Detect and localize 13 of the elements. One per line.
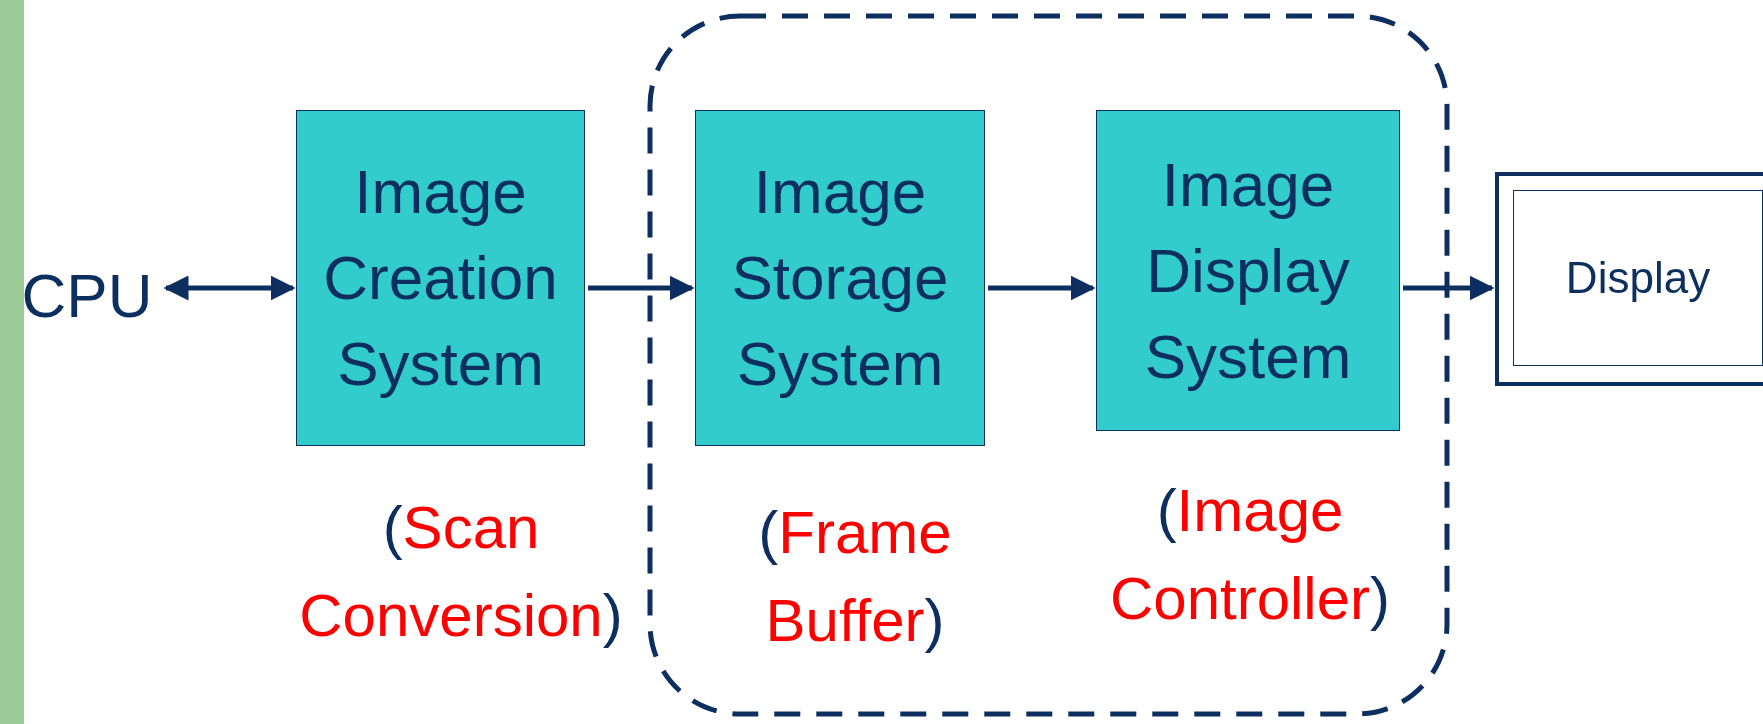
arrow [988,275,1096,301]
arrow [163,275,296,301]
caption-text: (Frame Buffer) [757,498,953,656]
caption-text: (Image Controller) [1108,476,1392,634]
process-box: Image Display System [1096,110,1400,431]
process-box: Image Storage System [695,110,985,446]
display-screen: Display [1495,172,1763,386]
arrow [1403,275,1495,301]
cpu-label: CPU [11,255,163,335]
arrow [588,275,695,301]
caption-text: (Scan Conversion) [298,493,624,651]
process-box: Image Creation System [296,110,585,446]
side-bar [0,0,24,724]
